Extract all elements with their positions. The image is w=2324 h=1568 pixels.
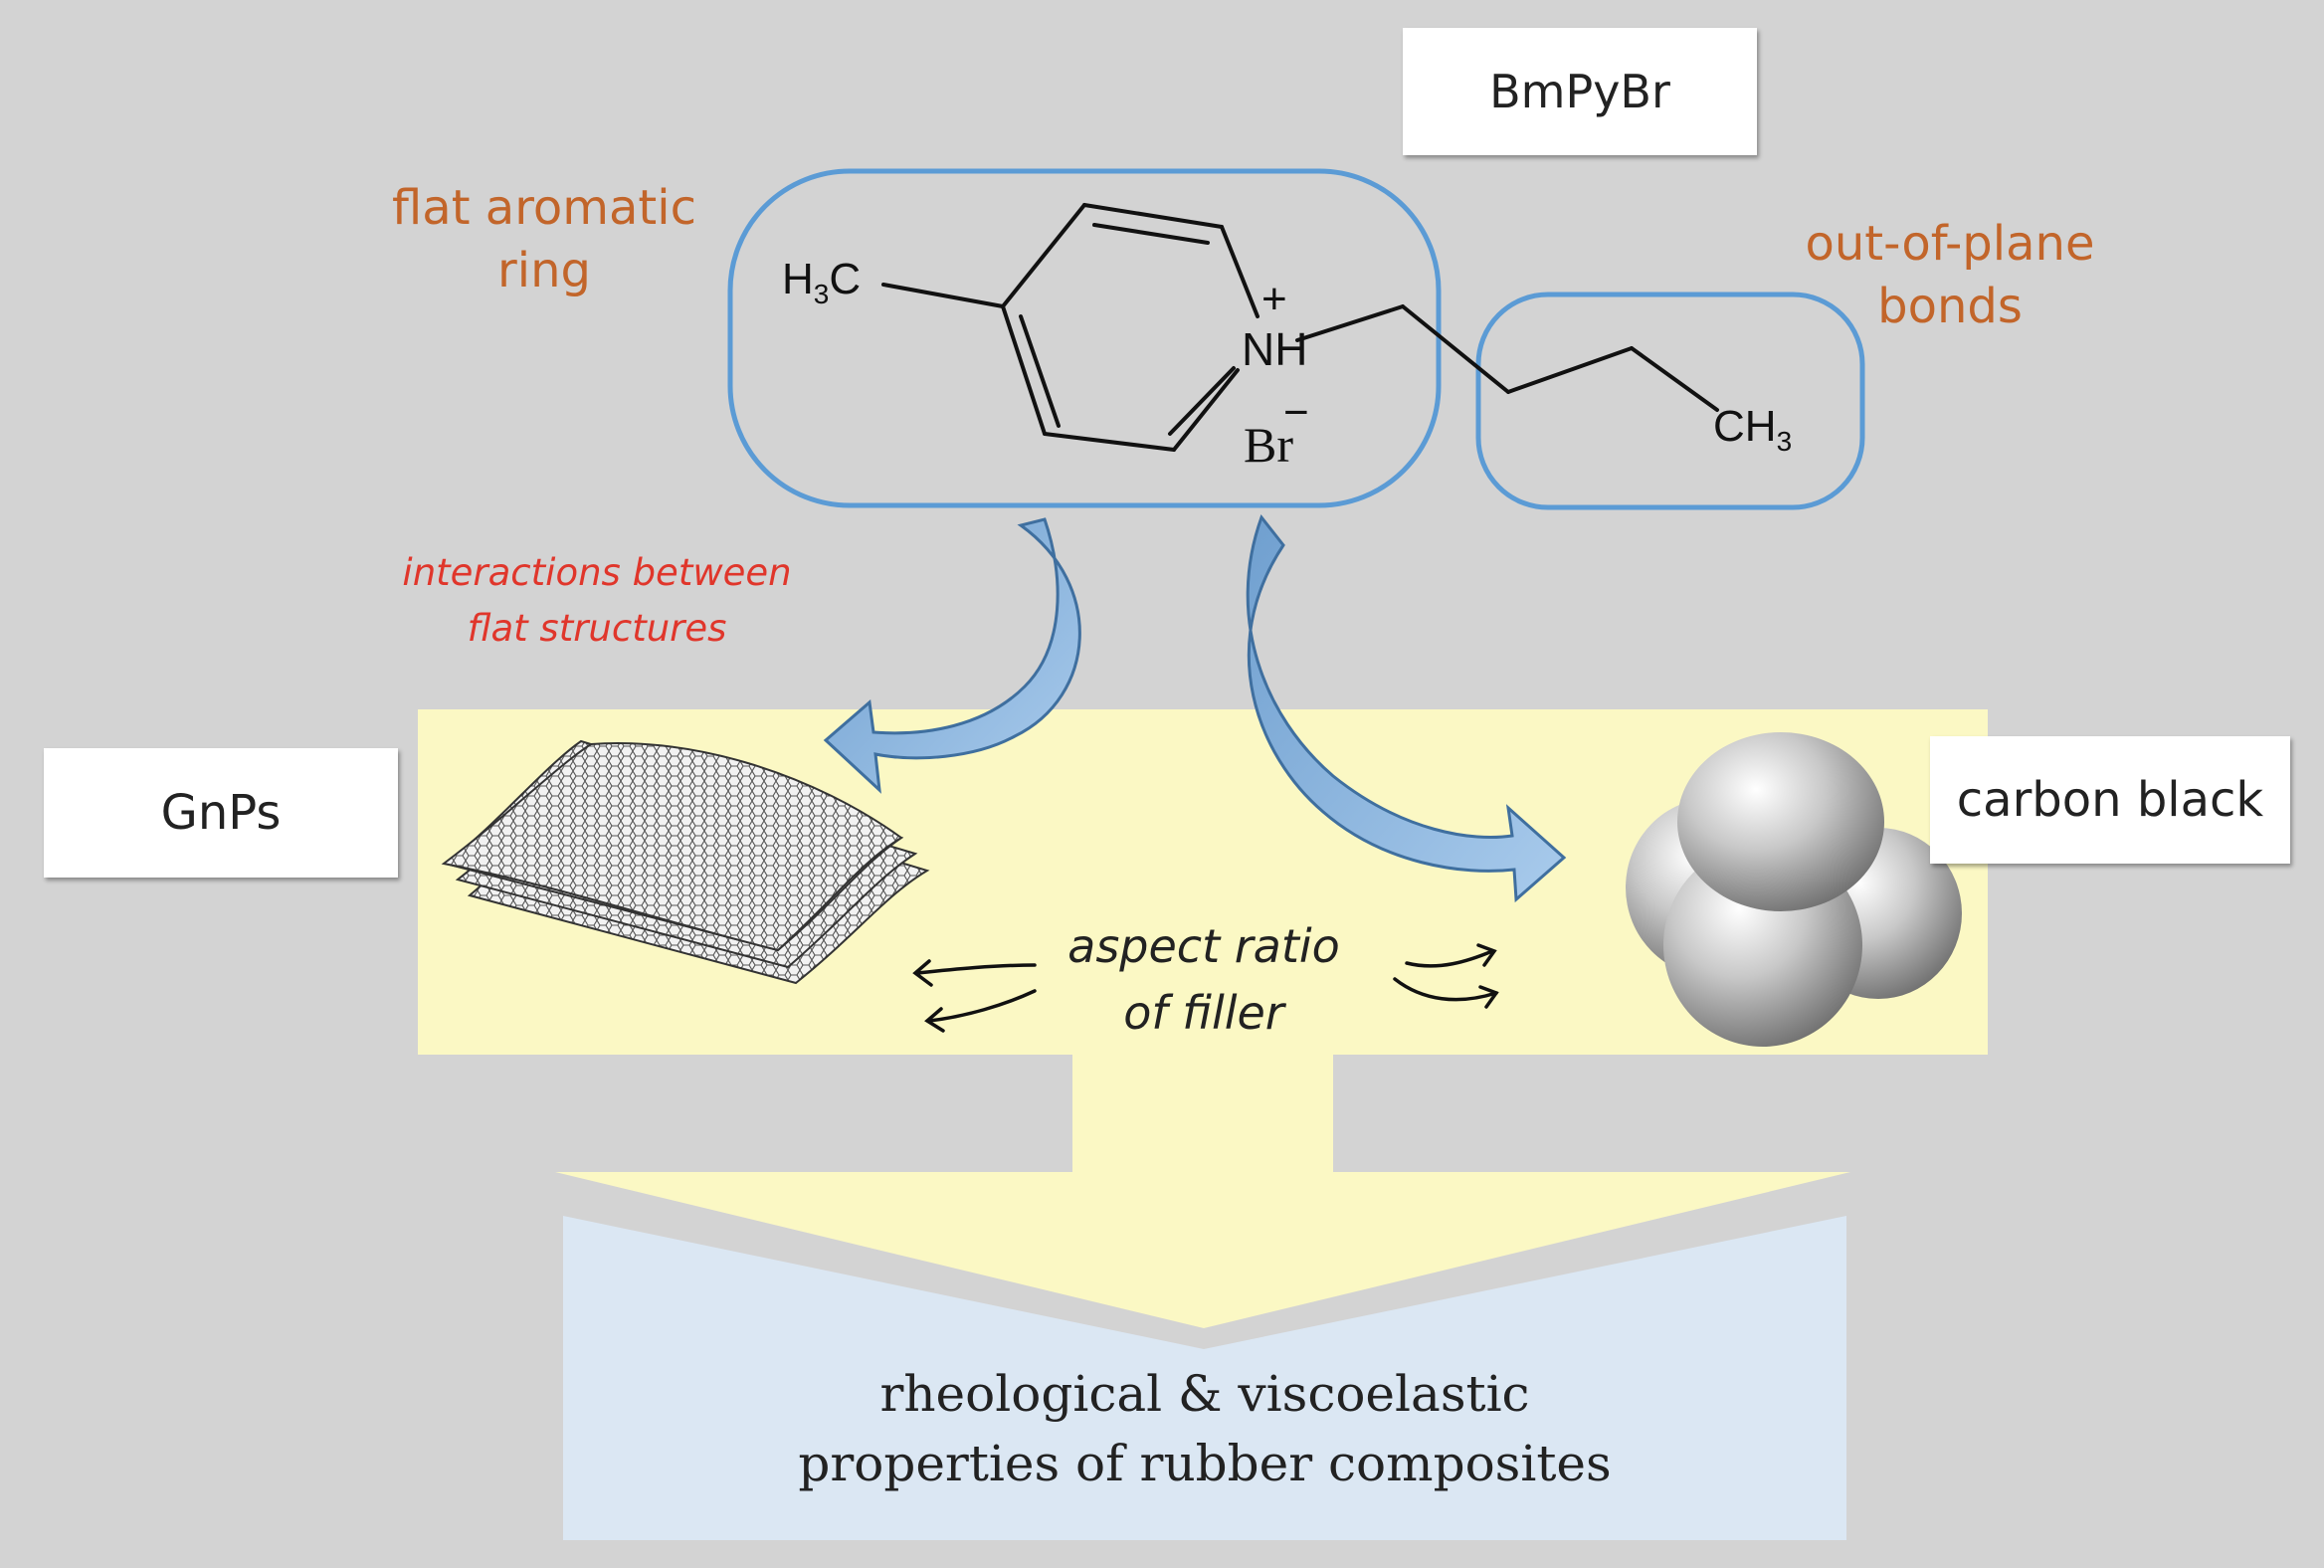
aromatic-ring-outline	[727, 168, 1442, 508]
aspect-ratio-annotation: aspect ratio of filler	[1025, 913, 1383, 1046]
terminal-ch: CH	[1713, 402, 1777, 451]
terminal-methyl-label: CH3	[1713, 402, 1792, 458]
positive-charge: +	[1261, 275, 1287, 323]
aspect-ratio-line-1: aspect ratio	[1067, 919, 1340, 973]
gnps-sheets-illustration	[441, 739, 930, 985]
flat-aromatic-ring-annotation: flat aromatic ring	[370, 177, 718, 303]
out-of-plane-line-1: out-of-plane	[1805, 216, 2095, 272]
alkyl-chain-outline	[1475, 292, 1865, 510]
down-arrow-head	[555, 1172, 1850, 1328]
result-text: rheological & viscoelastic properties of…	[563, 1359, 1846, 1498]
methyl-subscript: 3	[813, 278, 830, 309]
arrow-to-gnps	[823, 517, 1081, 794]
result-line-1: rheological & viscoelastic	[879, 1365, 1530, 1423]
arrow-to-carbon-black	[1246, 513, 1567, 903]
methyl-c: C	[829, 255, 862, 303]
negative-charge: −	[1283, 388, 1309, 437]
methyl-h: H	[782, 255, 814, 303]
molecule-name-label: BmPyBr	[1403, 28, 1757, 155]
result-line-2: properties of rubber composites	[798, 1435, 1612, 1492]
flat-ring-line-2: ring	[497, 243, 591, 299]
flat-ring-line-1: flat aromatic	[392, 180, 696, 236]
out-of-plane-line-2: bonds	[1877, 279, 2023, 335]
interactions-line-2: flat structures	[467, 606, 727, 650]
aspect-ratio-line-2: of filler	[1123, 985, 1284, 1040]
interactions-line-1: interactions between	[402, 551, 792, 594]
out-of-plane-annotation: out-of-plane bonds	[1771, 213, 2129, 339]
interactions-note: interactions between flat structures	[368, 545, 826, 656]
carbon-black-label: carbon black	[1930, 736, 2290, 864]
molecule-structure	[881, 203, 1719, 452]
terminal-subscript: 3	[1776, 425, 1793, 457]
nitrogen-label: NH	[1242, 323, 1308, 375]
methyl-group-label: H3C	[782, 255, 861, 310]
bromide-label: Br	[1244, 417, 1293, 473]
carbon-black-illustration	[1626, 732, 1962, 1047]
result-box	[563, 1216, 1846, 1540]
aspect-ratio-arrows	[912, 943, 1499, 1033]
gnps-label: GnPs	[44, 748, 398, 878]
